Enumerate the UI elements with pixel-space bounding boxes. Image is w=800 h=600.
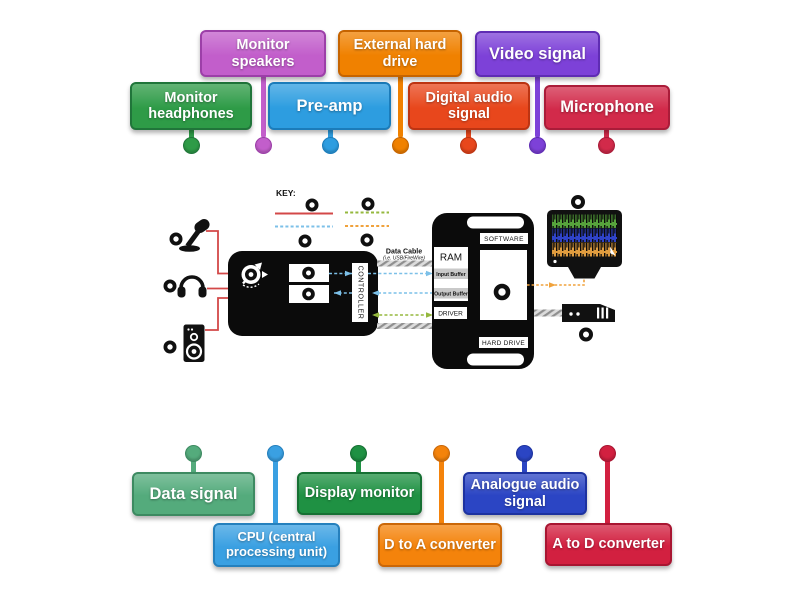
- pin-stem-monitor-speakers: [260, 75, 266, 138]
- output-buffer-label: Output Buffer: [434, 292, 468, 298]
- display-monitor-icon: [547, 210, 622, 279]
- label-a-to-d-converter[interactable]: A to D converter: [545, 523, 672, 566]
- pin-dot-analogue-audio-signal[interactable]: [515, 444, 533, 462]
- answer-spot-external-hard-drive[interactable]: [579, 327, 593, 342]
- pin-dot-monitor-headphones[interactable]: [182, 136, 200, 154]
- input-buffer-label: Input Buffer: [436, 272, 465, 278]
- answer-spot-cpu[interactable]: [493, 283, 511, 301]
- label-d-to-a-converter[interactable]: D to A converter: [378, 523, 502, 567]
- cable-band-right: [534, 309, 563, 317]
- label-digital-audio-signal[interactable]: Digital audio signal: [408, 82, 530, 130]
- label-data-signal[interactable]: Data signal: [132, 472, 255, 516]
- pin-stem-video-signal: [534, 75, 540, 138]
- video-orange-arrows: [549, 282, 556, 288]
- ram-label: RAM: [440, 253, 462, 264]
- label-microphone[interactable]: Microphone: [544, 85, 670, 130]
- hard-drive-block: [479, 337, 528, 348]
- data-cable-label: Data Cable: [386, 249, 422, 256]
- speaker-icon: [183, 324, 205, 362]
- input-buffer-block: [434, 268, 468, 279]
- answer-spot-digital-audio-signal[interactable]: [298, 234, 312, 248]
- cursor-icon: [610, 246, 616, 256]
- label-monitor-speakers[interactable]: Monitor speakers: [200, 30, 326, 77]
- video-orange-lines: [527, 278, 585, 286]
- label-external-hard-drive[interactable]: External hard drive: [338, 30, 462, 77]
- pin-dot-monitor-speakers[interactable]: [254, 136, 272, 154]
- answer-spot-data-signal[interactable]: [361, 197, 375, 211]
- answer-spot-analogue-audio-signal[interactable]: [305, 198, 319, 212]
- driver-label: DRIVER: [438, 311, 463, 318]
- answer-spot-microphone[interactable]: [169, 232, 183, 246]
- external-hard-drive-icon: [562, 304, 615, 322]
- data-cable-sub-label: (i.e. USB/FireWire): [383, 256, 425, 262]
- answer-spot-video-signal[interactable]: [360, 233, 374, 247]
- pin-stem-external-hard-drive: [397, 75, 403, 138]
- answer-spot-pre-amp[interactable]: [245, 268, 258, 281]
- hard-drive-label: HARD DRIVE: [482, 340, 525, 347]
- answer-spot-a-to-d-converter[interactable]: [302, 266, 315, 280]
- pin-dot-video-signal[interactable]: [528, 136, 546, 154]
- pin-stem-analogue-audio-signal: [521, 454, 527, 474]
- label-text: Analogue audio signal: [470, 477, 580, 510]
- pin-dot-pre-amp[interactable]: [321, 136, 339, 154]
- label-text: A to D converter: [552, 536, 665, 553]
- signal-flow-diagram: KEY:: [163, 188, 622, 369]
- pin-dot-external-hard-drive[interactable]: [391, 136, 409, 154]
- label-pre-amp[interactable]: Pre-amp: [268, 82, 391, 130]
- answer-spot-monitor-headphones[interactable]: [163, 279, 177, 293]
- label-text: Microphone: [560, 98, 654, 117]
- cable-band-top: [377, 260, 433, 267]
- software-block: [480, 233, 528, 244]
- key-title: KEY:: [276, 188, 296, 198]
- pin-dot-display-monitor[interactable]: [349, 444, 367, 462]
- answer-spot-d-to-a-converter[interactable]: [302, 287, 315, 301]
- pin-dot-a-to-d-converter[interactable]: [598, 444, 616, 462]
- pin-stem-data-signal: [190, 454, 196, 474]
- microphone-icon: [179, 219, 210, 252]
- pin-dot-d-to-a-converter[interactable]: [432, 444, 450, 462]
- label-text: External hard drive: [353, 37, 447, 70]
- label-display-monitor[interactable]: Display monitor: [297, 472, 422, 515]
- pin-stem-a-to-d-converter: [604, 454, 610, 525]
- computer-tower: RAM Input Buffer Output Buffer DRIVER SO…: [432, 213, 534, 369]
- controller-label: CONTROLLER: [357, 266, 364, 320]
- label-text: Monitor headphones: [148, 89, 234, 122]
- label-text: Video signal: [489, 44, 586, 63]
- label-cpu[interactable]: CPU (central processing unit): [213, 523, 340, 567]
- label-text: Data signal: [149, 484, 238, 503]
- audio-interface-box: CONTROLLER: [228, 251, 378, 336]
- label-text: Display monitor: [304, 485, 415, 502]
- label-monitor-headphones[interactable]: Monitor headphones: [130, 82, 252, 130]
- label-text: D to A converter: [384, 536, 496, 553]
- driver-block: [434, 307, 467, 319]
- pin-stem-cpu: [272, 454, 278, 525]
- pin-dot-cpu[interactable]: [266, 444, 284, 462]
- pin-dot-data-signal[interactable]: [184, 444, 202, 462]
- label-text: Digital audio signal: [425, 89, 513, 122]
- cable-band-bottom: [377, 323, 433, 329]
- answer-spot-display-monitor[interactable]: [571, 195, 585, 209]
- label-text: CPU (central processing unit): [225, 529, 328, 559]
- software-label: SOFTWARE: [484, 236, 524, 243]
- label-text: Monitor speakers: [231, 37, 295, 70]
- pin-stem-d-to-a-converter: [438, 454, 444, 525]
- label-analogue-audio-signal[interactable]: Analogue audio signal: [463, 472, 587, 515]
- pin-stem-display-monitor: [355, 454, 361, 474]
- output-buffer-block: [434, 288, 468, 299]
- label-video-signal[interactable]: Video signal: [475, 31, 600, 77]
- controller-strip: [352, 263, 368, 322]
- headphones-icon: [177, 275, 207, 298]
- pin-dot-microphone[interactable]: [597, 136, 615, 154]
- answer-spot-monitor-speakers[interactable]: [163, 340, 177, 354]
- diagram-key: KEY:: [275, 188, 389, 248]
- pin-dot-digital-audio-signal[interactable]: [459, 136, 477, 154]
- label-text: Pre-amp: [296, 96, 363, 115]
